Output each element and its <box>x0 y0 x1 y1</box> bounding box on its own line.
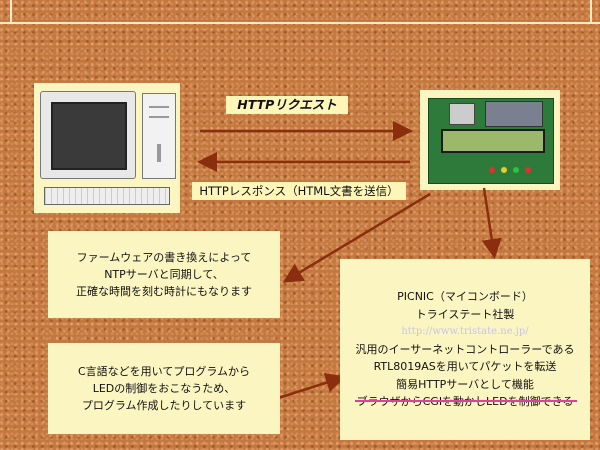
lcd-display <box>441 129 545 153</box>
keyboard <box>44 187 170 205</box>
c-box-to-picnic-arrow <box>271 373 346 402</box>
serial-connector <box>485 101 543 127</box>
picnic-board-icon <box>420 90 560 190</box>
manufacturer-url: http://www.tristate.ne.jp/ <box>401 326 529 338</box>
monitor-screen <box>51 102 127 170</box>
firmware-note-box: ファームウェアの書き換えによって NTPサーバと同期して、 正確な時間を刻む時計… <box>48 231 280 318</box>
picnic-title: PICNIC（マイコンボード） <box>397 290 533 304</box>
lan-jack <box>449 103 475 125</box>
highlight-underline <box>355 400 577 402</box>
pc-tower <box>142 93 176 179</box>
c-note-line: C言語などを用いてプログラムから <box>77 365 251 378</box>
picnic-desc-line: 簡易HTTPサーバとして機能 <box>396 377 534 391</box>
firmware-line: 正確な時間を刻む時計にもなります <box>76 285 252 298</box>
picnic-desc-line: ブラウザからCGIを動かしLEDを制御できる <box>340 393 590 411</box>
c-language-note-box: C言語などを用いてプログラムから LEDの制御をおこなうため、 プログラム作成し… <box>48 343 280 434</box>
to-picnic-box-arrow <box>481 187 502 259</box>
strip-divider <box>10 0 12 22</box>
top-border-strip <box>0 0 600 24</box>
led <box>501 167 507 173</box>
circuit-board <box>428 98 554 184</box>
led <box>489 167 495 173</box>
c-note-line: プログラム作成したりしています <box>81 399 247 412</box>
led <box>525 167 531 173</box>
led <box>513 167 519 173</box>
picnic-desc-line: RTL8019ASを用いてパケットを転送 <box>373 360 557 374</box>
http-request-label: HTTPリクエスト <box>226 96 348 114</box>
picnic-desc-line: 汎用のイーサーネットコントローラーである <box>355 342 575 356</box>
firmware-line: NTPサーバと同期して、 <box>104 268 224 281</box>
firmware-line: ファームウェアの書き換えによって <box>76 251 252 264</box>
c-note-line: LEDの制御をおこなうため、 <box>92 382 236 395</box>
computer-icon <box>34 83 180 213</box>
http-response-label: HTTPレスポンス（HTML文書を送信） <box>192 182 406 200</box>
to-firmware-box-arrow <box>282 192 431 283</box>
monitor <box>40 91 136 179</box>
manufacturer: トライステート社製 <box>415 307 515 321</box>
picnic-description-box: PICNIC（マイコンボード） トライステート社製 http://www.tri… <box>340 259 590 440</box>
strip-divider <box>590 0 592 22</box>
